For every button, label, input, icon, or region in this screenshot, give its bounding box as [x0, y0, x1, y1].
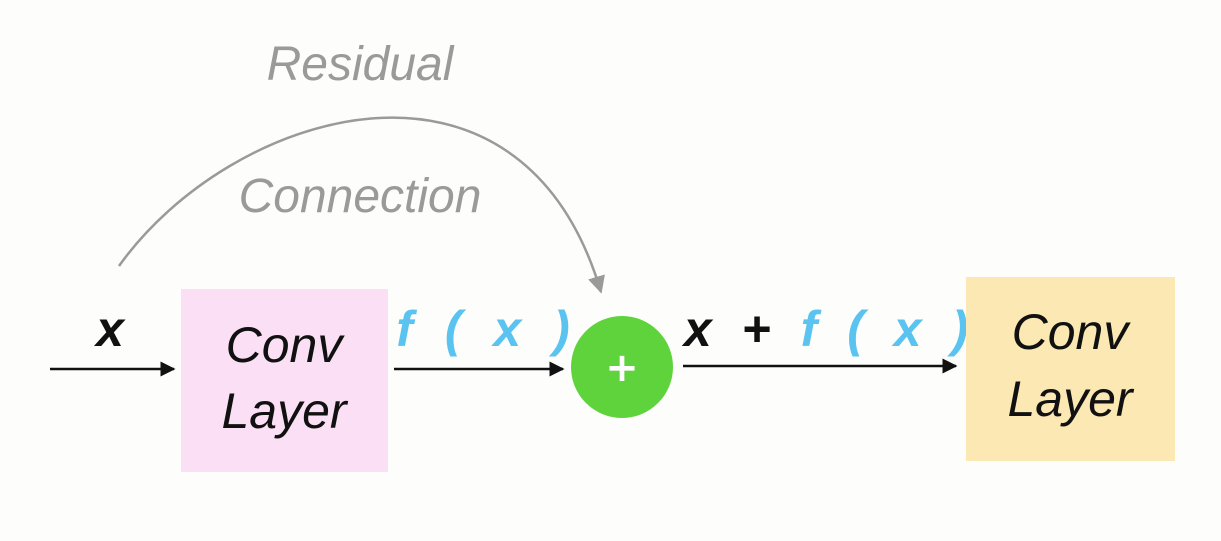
sum-label: x + f ( x ): [681, 301, 968, 357]
fx-open-paren: (: [445, 301, 467, 357]
sum-open-paren: (: [847, 301, 869, 357]
conv-layer-2-line2: Layer: [1007, 371, 1134, 427]
residual-label-line2: Connection: [239, 170, 482, 223]
conv-layer-1-box: [181, 289, 388, 472]
input-x-label: x: [93, 301, 126, 357]
conv-layer-1-line2: Layer: [221, 383, 348, 439]
residual-label-line1: Residual: [267, 38, 455, 91]
fx-label: f ( x ): [396, 301, 570, 357]
sum-close-paren: ): [947, 301, 969, 357]
fx-close-paren: ): [548, 301, 570, 357]
conv-layer-1-line1: Conv: [226, 317, 346, 373]
conv-layer-2-line1: Conv: [1012, 304, 1132, 360]
residual-connection-arrow: [117, 116, 605, 294]
add-node-plus-icon: +: [605, 345, 639, 391]
conv-layer-2-box: [966, 277, 1175, 461]
sum-plus: +: [742, 301, 771, 357]
sum-x: x: [681, 301, 714, 357]
sum-f: f: [801, 301, 822, 357]
fx-x: x: [490, 301, 523, 357]
sum-fx: x: [891, 301, 924, 357]
fx-f: f: [396, 301, 417, 357]
add-node-circle: [571, 316, 673, 418]
